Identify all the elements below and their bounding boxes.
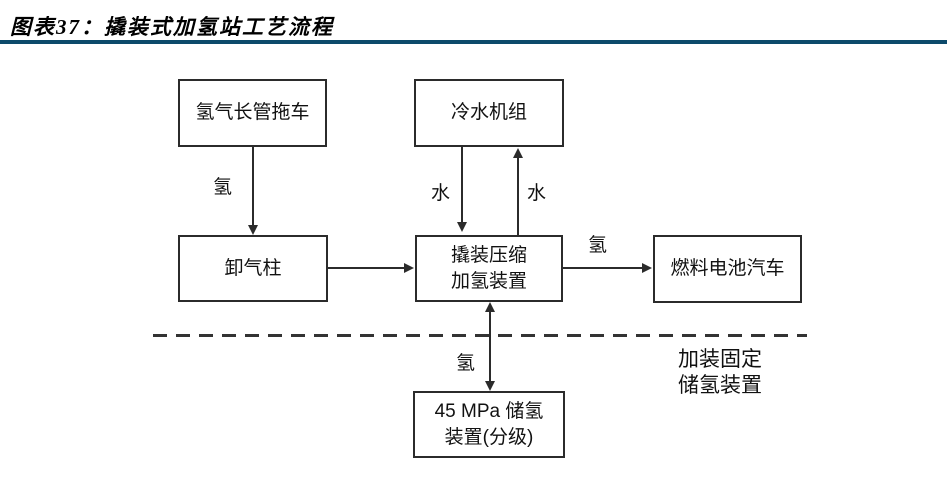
arrowhead-right-icon bbox=[642, 263, 652, 273]
annotation-fixed-storage: 加装固定 储氢装置 bbox=[662, 347, 778, 399]
flow-label-water-return: 水 bbox=[527, 183, 547, 204]
arrowhead-up-icon bbox=[513, 148, 523, 158]
node-label-line1: 撬装压缩 bbox=[450, 244, 527, 266]
annotation-line1: 加装固定 bbox=[678, 348, 762, 371]
annotation-line2: 储氢装置 bbox=[678, 374, 762, 397]
node-label: 氢气长管拖车 bbox=[195, 102, 310, 124]
flow-label-hydrogen-to-vehicle: 氢 bbox=[588, 235, 608, 256]
node-skid-compression-refueling-device: 撬装压缩 加氢装置 bbox=[415, 235, 563, 302]
title-rule bbox=[0, 40, 947, 44]
arrow-water-supply bbox=[461, 147, 463, 223]
node-chilled-water-unit: 冷水机组 bbox=[414, 79, 564, 147]
node-label: 卸气柱 bbox=[224, 257, 282, 279]
arrowhead-up-icon bbox=[485, 302, 495, 312]
flow-label-water-supply: 水 bbox=[431, 183, 451, 204]
arrowhead-down-icon bbox=[457, 222, 467, 232]
node-label-line1: 45 MPa 储氢 bbox=[434, 400, 544, 422]
node-label-line2: 装置(分级) bbox=[444, 426, 534, 448]
arrowhead-right-icon bbox=[404, 263, 414, 273]
flow-label-hydrogen: 氢 bbox=[213, 177, 233, 198]
node-label: 冷水机组 bbox=[450, 102, 527, 124]
figure-title: 图表37：撬装式加氢站工艺流程 bbox=[10, 15, 334, 39]
node-label-line2: 加氢装置 bbox=[450, 270, 527, 292]
arrow-water-return bbox=[517, 157, 519, 235]
node-gas-unloading-column: 卸气柱 bbox=[178, 235, 328, 302]
flow-label-hydrogen-to-storage: 氢 bbox=[456, 353, 476, 374]
arrowhead-down-icon bbox=[248, 225, 258, 235]
node-hydrogen-tube-trailer: 氢气长管拖车 bbox=[178, 79, 327, 147]
arrow-trailer-to-unloading bbox=[252, 147, 254, 226]
node-hydrogen-storage-device: 45 MPa 储氢 装置(分级) bbox=[413, 391, 565, 458]
arrow-compressor-storage bbox=[489, 311, 491, 383]
arrow-unloading-to-compressor bbox=[328, 267, 406, 269]
arrow-compressor-to-vehicle bbox=[563, 267, 643, 269]
node-label: 燃料电池汽车 bbox=[670, 258, 785, 280]
dashed-boundary-line bbox=[153, 334, 807, 337]
node-fuel-cell-vehicle: 燃料电池汽车 bbox=[653, 235, 802, 303]
arrowhead-down-icon bbox=[485, 381, 495, 391]
